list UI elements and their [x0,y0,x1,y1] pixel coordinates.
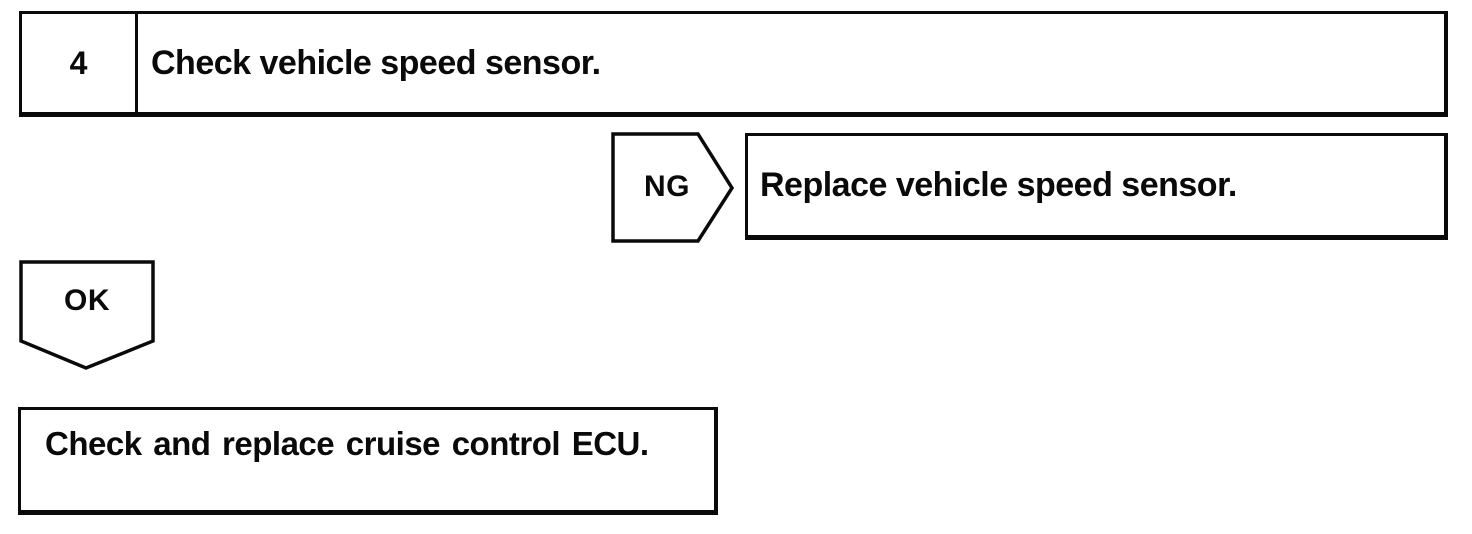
ng-action-box: Replace vehicle speed sensor. [745,133,1448,240]
step-number: 4 [22,14,138,112]
step-instruction: Check vehicle speed sensor. [151,43,601,82]
ng-tag: NG [644,170,690,203]
ng-connector-shape [611,132,735,243]
result-box: Check and replace cruise control ECU. [18,407,718,515]
ok-connector-shape [19,260,155,370]
step-box: 4 Check vehicle speed sensor. [19,11,1448,117]
ok-tag: OK [64,284,110,317]
